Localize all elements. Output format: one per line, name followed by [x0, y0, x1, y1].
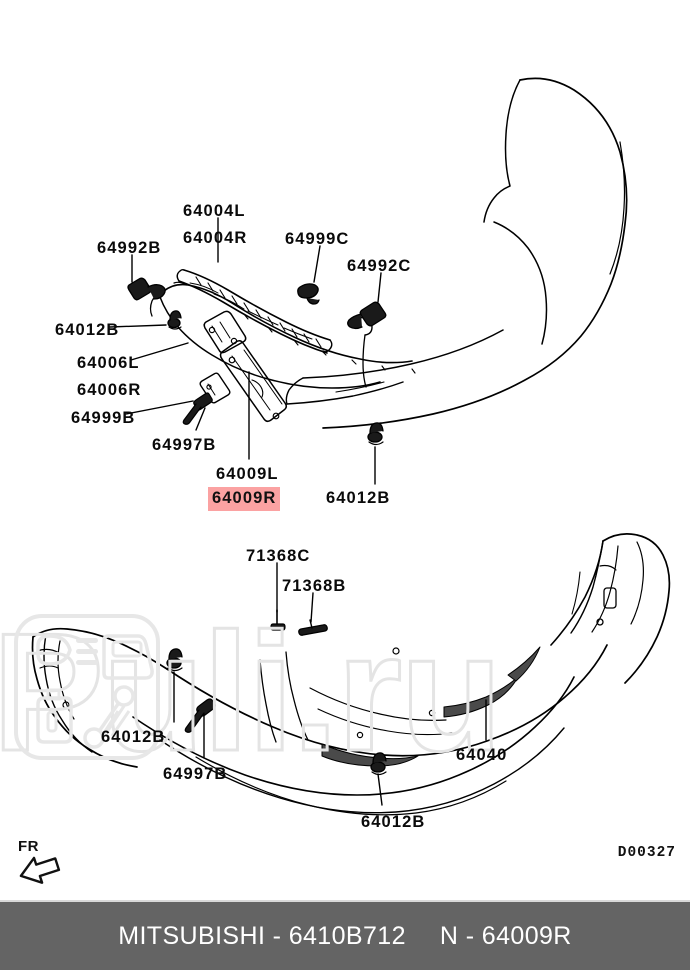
- part-number-label-64012b: 64012B: [361, 813, 426, 831]
- fastener-64999C: [297, 283, 320, 305]
- fastener-64012B-upper: [167, 310, 182, 330]
- fastener-64997B-lower: [184, 698, 216, 733]
- part-number-label-64009l: 64009L: [216, 465, 279, 483]
- fastener-64992B: [127, 277, 166, 301]
- technical-line-art: [19, 77, 671, 884]
- part-number-label-64997b: 64997B: [152, 436, 217, 454]
- fastener-64012B-lower-center: [370, 752, 387, 776]
- part-number-label-64992c: 64992C: [347, 257, 412, 275]
- part-number-label-64999b: 64999B: [71, 409, 136, 427]
- fr-label: FR: [18, 838, 39, 855]
- fastener-64012B-middle: [367, 422, 384, 446]
- diagram-code: D00327: [617, 845, 676, 861]
- fastener-64012B-lower-left: [166, 648, 183, 672]
- clip-71368B: [298, 619, 328, 636]
- part-number-label-64006l: 64006L: [77, 354, 140, 372]
- footer-brand-and-group: MITSUBISHI - 6410B712: [118, 921, 406, 950]
- front-direction-indicator: FR: [14, 838, 84, 890]
- footer-side-and-part: N - 64009R: [439, 921, 572, 950]
- part-number-label-71368b: 71368B: [282, 577, 347, 595]
- lower-bumper-cover: [31, 533, 671, 816]
- leader-lines-lower: [173, 562, 487, 806]
- part-number-label-64006r: 64006R: [77, 381, 142, 399]
- rear-quarter-panel-outline: [285, 77, 628, 429]
- bumper-reinforcement-bar: [176, 268, 333, 354]
- part-number-label-64012b: 64012B: [101, 728, 166, 746]
- part-number-label-64997b: 64997B: [163, 765, 228, 783]
- fastener-64999B: [182, 392, 213, 425]
- part-number-label-64004l: 64004L: [183, 202, 246, 220]
- clip-71368C: [270, 609, 286, 631]
- fastener-64992C: [347, 301, 387, 330]
- part-number-label-64012b: 64012B: [55, 321, 120, 339]
- part-number-label-64004r: 64004R: [183, 229, 248, 247]
- diagram-canvas: Puli.ru: [0, 77, 671, 884]
- bumper-bracket-group: [199, 310, 288, 423]
- fr-arrow-icon: [19, 856, 61, 884]
- part-number-label-64040: 64040: [456, 746, 508, 764]
- part-number-label-64992b: 64992B: [97, 239, 162, 257]
- part-number-label-64999c: 64999C: [285, 230, 350, 248]
- part-number-label-64009r: 64009R: [208, 487, 281, 511]
- part-number-label-64012b: 64012B: [326, 489, 391, 507]
- part-number-label-71368c: 71368C: [246, 547, 311, 565]
- footer-content: MITSUBISHI - 6410B712 N - 64009R: [118, 922, 572, 951]
- footer-bar: MITSUBISHI - 6410B712 N - 64009R: [0, 900, 690, 970]
- leader-lines-upper: [109, 217, 382, 485]
